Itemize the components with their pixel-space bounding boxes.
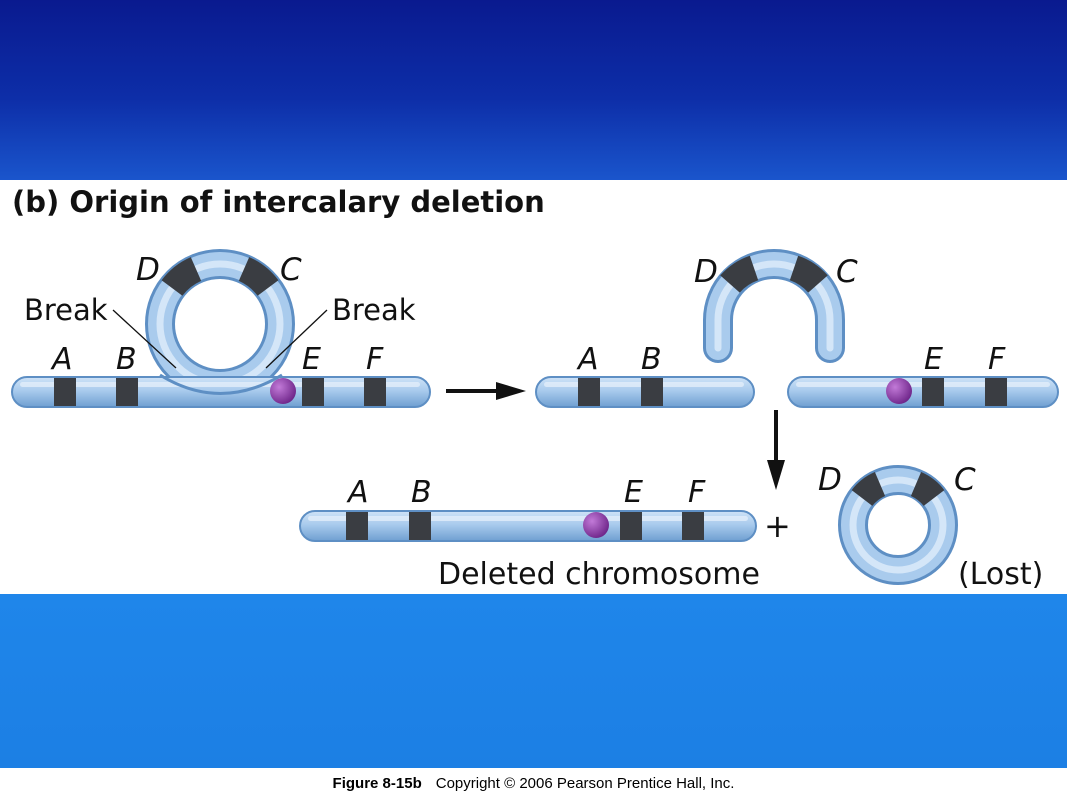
right-fragment-label-f: F bbox=[988, 342, 1006, 377]
deletion-diagram: (b) Origin of intercalary deletion D C B… bbox=[0, 180, 1067, 594]
down-arrow bbox=[767, 410, 785, 490]
deleted-label-b: B bbox=[411, 475, 432, 510]
break-right-pointer bbox=[265, 309, 328, 369]
lost-ring-band-d bbox=[851, 472, 886, 507]
plus-sign: + bbox=[764, 507, 791, 545]
deleted-label-f: F bbox=[688, 475, 706, 510]
lost-ring-label-d: D bbox=[818, 462, 842, 498]
centromere bbox=[270, 378, 296, 404]
band-a bbox=[54, 378, 76, 406]
label-a: A bbox=[50, 342, 73, 377]
right-fragment-centromere bbox=[886, 378, 912, 404]
excised-arc-highlight bbox=[714, 260, 834, 352]
right-arrow bbox=[446, 382, 526, 400]
arc-label-c: C bbox=[836, 254, 858, 290]
break-left-pointer bbox=[112, 309, 177, 369]
label-break-left: Break bbox=[24, 293, 108, 327]
right-fragment-band-f bbox=[985, 378, 1007, 406]
deleted-label-e: E bbox=[624, 475, 643, 510]
broken-pieces: D C A B E F bbox=[535, 249, 1059, 408]
diagram-title: (b) Origin of intercalary deletion bbox=[12, 185, 545, 219]
label-c: C bbox=[280, 252, 302, 288]
loop-base-outline bbox=[159, 373, 283, 395]
lost-label: (Lost) bbox=[958, 557, 1043, 592]
copyright-text: Copyright © 2006 Pearson Prentice Hall, … bbox=[435, 775, 735, 792]
deleted-centromere bbox=[583, 512, 609, 538]
band-d-loop bbox=[161, 257, 202, 297]
chromosome-highlight bbox=[20, 382, 420, 387]
right-fragment-band-e bbox=[922, 378, 944, 406]
label-f: F bbox=[366, 342, 384, 377]
band-c-loop bbox=[238, 257, 279, 297]
band-c-arc bbox=[789, 255, 828, 294]
bottom-blue-band bbox=[0, 594, 1067, 768]
lost-ring-label-c: C bbox=[954, 462, 976, 498]
deleted-label-a: A bbox=[346, 475, 369, 510]
label-d: D bbox=[136, 252, 160, 288]
lost-ring: D C (Lost) bbox=[818, 462, 1043, 592]
figure-number: Figure 8-15b bbox=[332, 775, 422, 792]
deleted-band-a bbox=[346, 512, 368, 540]
label-b: B bbox=[116, 342, 137, 377]
left-fragment-label-b: B bbox=[641, 342, 662, 377]
deleted-chromosome-label: Deleted chromosome bbox=[438, 557, 760, 592]
looped-chromosome: D C Break Break A B E F bbox=[11, 249, 431, 408]
top-blue-band bbox=[0, 0, 1067, 180]
left-fragment-band-a bbox=[578, 378, 600, 406]
band-d-arc bbox=[720, 255, 759, 294]
lost-ring-band-c bbox=[910, 472, 945, 507]
deleted-band-e bbox=[620, 512, 642, 540]
deleted-band-f bbox=[682, 512, 704, 540]
left-fragment-label-a: A bbox=[576, 342, 599, 377]
band-b bbox=[116, 378, 138, 406]
lost-ring-highlight bbox=[849, 476, 947, 574]
figure-caption: Figure 8-15b Copyright © 2006 Pearson Pre… bbox=[0, 768, 1067, 799]
left-fragment-band-b bbox=[641, 378, 663, 406]
deleted-band-b bbox=[409, 512, 431, 540]
deleted-chromosome: A B E F Deleted chromosome bbox=[299, 475, 760, 592]
label-e: E bbox=[302, 342, 321, 377]
band-e bbox=[302, 378, 324, 406]
right-fragment-label-e: E bbox=[924, 342, 943, 377]
label-break-right: Break bbox=[332, 293, 416, 327]
diagram-svg: (b) Origin of intercalary deletion D C B… bbox=[11, 185, 1059, 592]
band-f bbox=[364, 378, 386, 406]
arc-label-d: D bbox=[694, 254, 718, 290]
